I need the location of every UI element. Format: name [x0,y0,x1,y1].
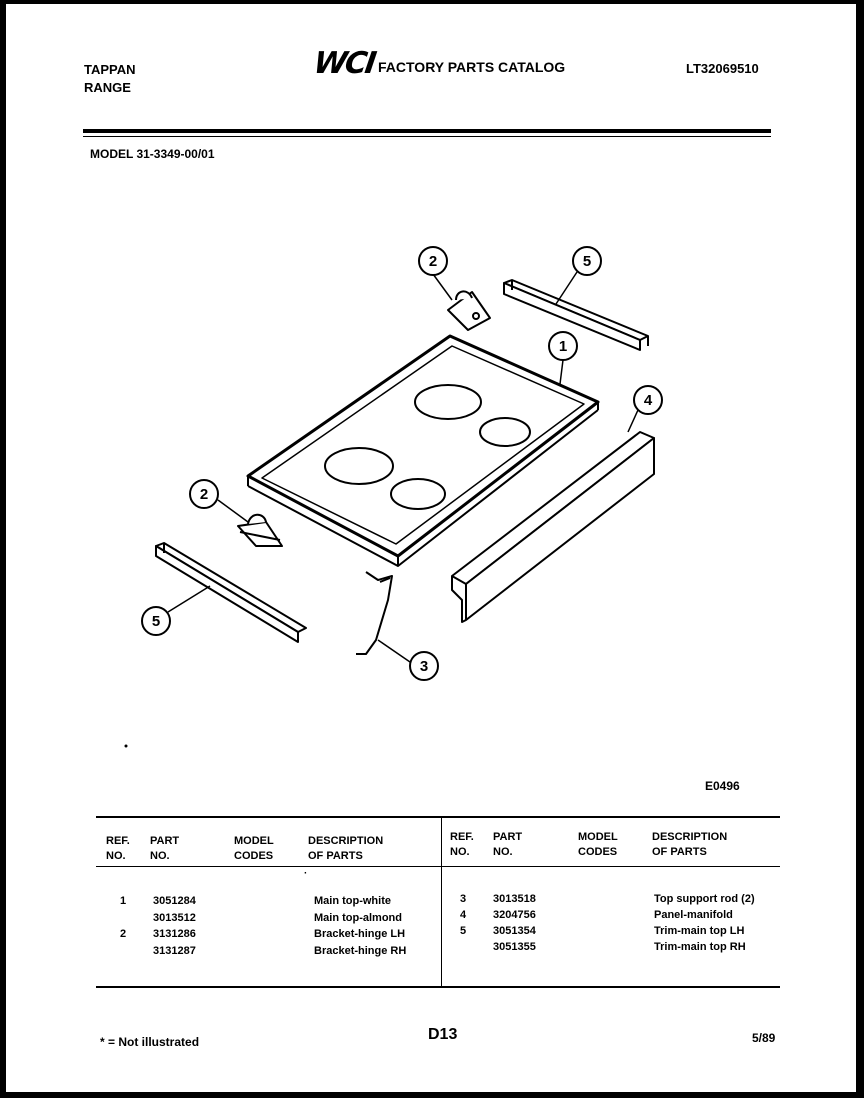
cell-desc: Trim-main top LH [654,925,745,937]
header-description: DESCRIPTION OF PARTS [652,831,728,858]
cell-desc: Trim-main top RH [654,941,746,953]
product-type: RANGE [84,80,131,95]
cell-desc: Bracket-hinge RH [314,944,407,957]
cell-part: 3051354 [493,925,536,937]
header-model-codes: MODEL CODES [234,835,274,862]
callout-5-top: 5 [583,253,591,270]
panel-manifold-part [451,431,655,623]
catalog-title: FACTORY PARTS CATALOG [378,59,566,75]
model-number: MODEL 31-3349-00/01 [90,147,215,161]
header-part-no: PART NO. [150,835,180,862]
bracket-hinge-top-part [447,290,491,331]
cell-ref: 5 [460,925,467,937]
callout-4: 4 [644,392,653,409]
revision-date: 5/89 [752,1031,776,1045]
cell-part: 3051355 [493,941,536,953]
cell-ref: 2 [120,928,127,940]
brand-name: TAPPAN [84,62,136,77]
cell-ref: 3 [460,893,467,905]
table-rule-top [96,816,780,818]
header-rule-bottom [83,136,771,137]
trim-main-top-lh-part [155,542,307,643]
callout-3: 3 [420,658,428,675]
header-rule-top [83,129,771,133]
table-rule-header [96,866,780,867]
trim-main-top-rh-part [503,279,649,351]
main-top-part [246,334,600,567]
bracket-hinge-bottom-part [237,513,283,547]
cell-ref: 4 [460,909,467,921]
cell-part: 3013512 [153,911,196,924]
cell-desc: Panel-manifold [654,909,733,921]
catalog-page [6,4,856,1092]
cell-desc: Top support rod (2) [654,893,755,905]
figure-code: E0496 [705,779,740,793]
callout-5-bottom: 5 [152,613,160,630]
cell-ref: 1 [120,895,127,907]
not-illustrated-note: * = Not illustrated [100,1035,200,1049]
top-support-rod-part [356,571,393,655]
cell-part: 3051284 [153,895,196,907]
cell-part: 3131286 [153,928,196,940]
cell-desc: Main top-white [314,895,391,907]
table-center-divider [441,818,442,988]
callout-2-top: 2 [429,253,437,270]
stray-dot [124,744,128,748]
header-ref-no: REF. NO. [450,831,474,858]
table-rule-bottom [96,986,780,988]
header-description: DESCRIPTION OF PARTS [308,835,384,862]
catalog-number: LT32069510 [686,61,759,76]
page-code: D13 [428,1026,458,1043]
callout-2-bottom: 2 [200,486,208,503]
header-ref-no: REF. NO. [106,835,130,862]
table-marker-dot: · [304,868,308,879]
callout-1: 1 [559,338,567,355]
cell-part: 3131287 [153,944,196,957]
cell-part: 3204756 [493,909,536,921]
cell-desc: Main top-almond [314,911,402,924]
cell-part: 3013518 [493,893,536,905]
cell-desc: Bracket-hinge LH [314,928,406,940]
header-model-codes: MODEL CODES [578,831,618,858]
header-part-no: PART NO. [493,831,523,858]
